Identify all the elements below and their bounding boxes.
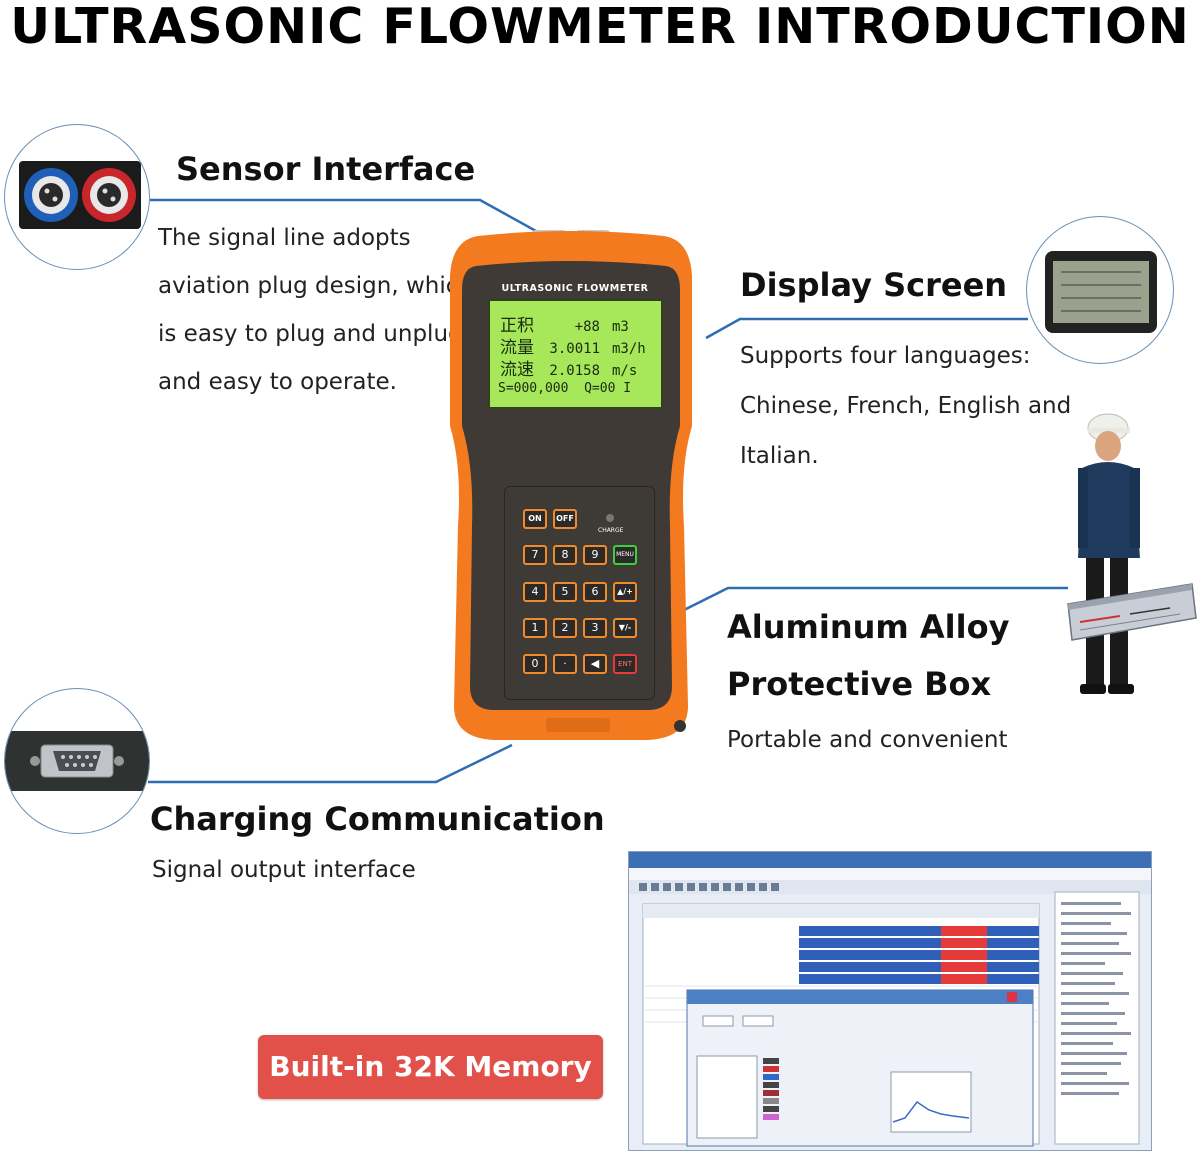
sensor-line-1: The signal line adopts — [158, 225, 411, 251]
aluminum-box-heading-line-2: Protective Box — [727, 665, 992, 703]
aviation-plug-icon — [19, 161, 141, 229]
box-connector-line — [679, 586, 1068, 614]
display-line-1: Supports four languages: — [740, 343, 1031, 369]
lcd-row-total: 正积 +88 m3 — [500, 311, 629, 336]
charge-label: CHARGE — [598, 527, 624, 534]
display-screen-thumbnail — [1026, 216, 1174, 364]
worker-with-case-image — [1067, 413, 1197, 694]
lcd-value-total: +88 — [574, 319, 600, 335]
sensor-connector-line — [150, 198, 546, 238]
key-back[interactable]: ◀ — [583, 654, 607, 674]
key-on[interactable]: ON — [523, 509, 547, 529]
charging-communication-description: Signal output interface — [152, 857, 416, 883]
charge-indicator-led — [606, 514, 614, 522]
display-screen-description: Supports four languages: Chinese, French… — [740, 331, 1071, 481]
key-9[interactable]: 9 — [583, 545, 607, 565]
lcd-screen-icon — [1045, 251, 1157, 333]
key-8[interactable]: 8 — [553, 545, 577, 565]
aluminum-box-description: Portable and convenient — [727, 727, 1008, 753]
software-screenshot — [628, 851, 1152, 1151]
sensor-interface-thumbnail — [4, 124, 150, 270]
sensor-interface-description: The signal line adopts aviation plug des… — [158, 214, 473, 406]
key-ent[interactable]: ENT — [613, 654, 637, 674]
lcd-unit-flow: m3/h — [612, 341, 646, 357]
lcd-row-velocity: 流速 2.0158 m/s — [500, 355, 637, 380]
lcd-label-total: 正积 — [500, 316, 534, 336]
display-line-2: Chinese, French, English and — [740, 393, 1072, 419]
charging-connector-line — [148, 743, 513, 784]
charging-communication-heading: Charging Communication — [150, 800, 605, 838]
sensor-line-4: and easy to operate. — [158, 369, 397, 395]
sensor-line-3: is easy to plug and unplug — [158, 321, 463, 347]
software-window-graphic — [629, 852, 1151, 1147]
lcd-status-row: S=000,000 Q=00 I — [498, 381, 632, 396]
lcd-label-flow: 流量 — [500, 338, 534, 358]
key-dot[interactable]: · — [553, 654, 577, 674]
key-down-minus[interactable]: ▼/- — [613, 618, 637, 638]
key-2[interactable]: 2 — [553, 618, 577, 638]
key-5[interactable]: 5 — [553, 582, 577, 602]
key-4[interactable]: 4 — [523, 582, 547, 602]
aluminum-box-heading-line-1: Aluminum Alloy — [727, 608, 1010, 646]
display-screen-heading: Display Screen — [740, 266, 1008, 304]
key-0[interactable]: 0 — [523, 654, 547, 674]
key-7[interactable]: 7 — [523, 545, 547, 565]
sensor-line-2: aviation plug design, which — [158, 273, 473, 299]
memory-badge: Built-in 32K Memory — [258, 1035, 603, 1099]
key-1[interactable]: 1 — [523, 618, 547, 638]
keypad: ON OFF CHARGE 7 8 9 MENU 4 5 6 ▲/+ 1 2 3… — [504, 486, 655, 700]
lcd-unit-velocity: m/s — [612, 363, 638, 379]
lcd-display: 正积 +88 m3 流量 3.0011 m3/h 流速 2.0158 m/s S=000,0… — [488, 299, 663, 409]
charging-port-thumbnail — [4, 688, 150, 834]
key-menu[interactable]: MENU — [613, 545, 637, 565]
lcd-row-flow: 流量 3.0011 m3/h — [500, 333, 646, 358]
sensor-interface-heading: Sensor Interface — [176, 150, 476, 188]
display-connector-line — [705, 317, 1028, 340]
key-3[interactable]: 3 — [583, 618, 607, 638]
lcd-value-velocity: 2.0158 — [549, 363, 600, 379]
key-off[interactable]: OFF — [553, 509, 577, 529]
key-6[interactable]: 6 — [583, 582, 607, 602]
lcd-unit-total: m3 — [612, 319, 629, 335]
device-brand-title: ULTRASONIC FLOWMETER — [501, 283, 649, 294]
serial-port-icon — [5, 731, 149, 791]
page-title: ULTRASONIC FLOWMETER INTRODUCTION — [10, 0, 1190, 55]
lcd-value-flow: 3.0011 — [549, 341, 600, 357]
key-up-plus[interactable]: ▲/+ — [613, 582, 637, 602]
display-line-3: Italian. — [740, 443, 819, 469]
lcd-label-velocity: 流速 — [500, 360, 534, 380]
